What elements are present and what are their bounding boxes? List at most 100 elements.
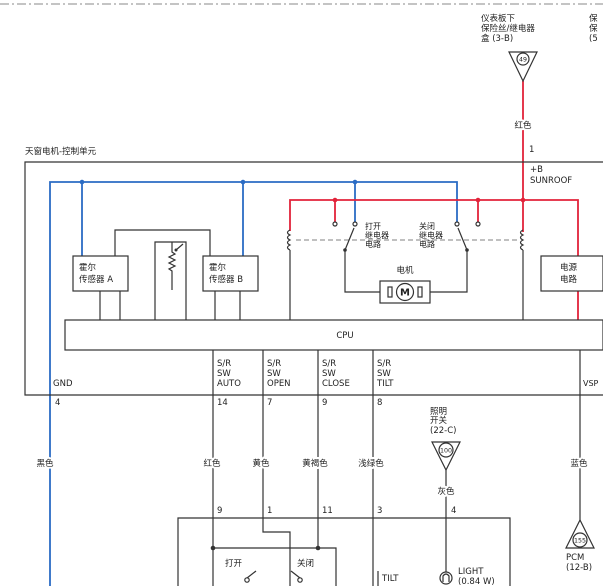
switch-junction-dot [210,545,216,551]
wire-color-gnd: 黑色 [36,458,54,469]
switch-open-label: 打开 [225,558,243,569]
open-relay-coil [286,229,292,251]
terminal-close-label: S/R [322,359,336,369]
wire-color-auto: 红色 [203,458,221,469]
lighting-wire-color: 灰色 [437,486,455,497]
terminal-gnd-pin: 4 [55,398,60,408]
red-power-bus-wire [289,199,579,320]
terminal-open-label: OPEN [267,379,291,389]
transistor-blade [175,243,184,251]
terminal-auto-label: AUTO [217,379,241,389]
switch-junction-dot [315,545,321,551]
open-switch-wire [262,350,291,586]
feed-pin-number: 1 [529,145,534,155]
motor-brush-left [387,286,393,298]
feed-wire-color: 红色 [514,120,532,131]
terminal-auto-pin: 14 [217,398,228,408]
wire-color-open: 黄色 [252,458,270,469]
blue-junction-dot [240,179,246,185]
motor-symbol-circle [395,282,415,302]
terminal-gnd-label: GND [53,379,73,389]
hall-sensor-b-label: 传感器 B [209,274,243,285]
open-relay-blade [344,227,355,251]
lighting-switch-label: (22-C) [430,426,456,436]
connector-155-circle [572,532,588,548]
power-circuit-box [540,255,603,292]
switch-light-rating: (0.84 W) [458,577,495,586]
connector-100-circle [438,442,454,458]
cpu-box [64,319,603,351]
connector-49-number: 49 [519,56,527,63]
switch-light-label: LIGHT [458,567,484,577]
fuse-box-label-line: 盒 (3-B) [481,33,513,44]
blue-ground-wire [49,181,458,586]
control-unit-title: 天窗电机-控制单元 [25,146,97,157]
fuse-box-group: 仪表板下 保险丝/继电器 盒 (3-B) 保 保 (5 [481,13,598,44]
close-relay-coil [519,229,525,251]
red-junction-dot [520,197,526,203]
terminal-open-label: S/R [267,359,281,369]
terminal-auto-label: S/R [217,359,231,369]
hall-sensor-a-box [72,255,129,292]
hall-sensor-b-label: 霍尔 [209,262,227,273]
partial-fuse-box-label-line: 保 [589,23,598,34]
close-relay-contact [454,221,460,227]
switch-pin-light: 4 [451,506,456,516]
terminal-close-label: CLOSE [322,379,350,389]
switch-tilt-label: TILT [381,574,399,584]
terminal-tilt-label: TILT [376,379,394,389]
connector-155-number: 155 [574,537,586,544]
motor-label: 电机 [396,265,414,276]
sunroof-switch-outline [177,517,511,586]
terminal-auto-label: SW [217,369,231,379]
open-switch-contact [244,577,250,583]
connector-100-number: 100 [440,447,452,454]
transistor-dot [174,248,178,252]
power-input-label: SUNROOF [530,176,572,186]
motor-symbol: M [400,288,410,299]
terminal-close-label: SW [322,369,336,379]
pull-up-resistor [167,242,177,290]
motor-wire-right [430,250,468,293]
open-relay-label: 打开 [365,221,381,231]
pcm-label: (12-B) [566,563,592,573]
red-junction-dot [332,197,338,203]
wire-color-tilt: 浅绿色 [358,458,384,469]
close-relay-blade [457,227,468,251]
close-switch-blade [290,570,301,579]
connector-49-triangle [508,51,538,83]
lighting-switch-label: 开关 [430,415,448,426]
cpu-label: CPU [336,331,353,341]
open-relay-label: 电路 [365,239,381,249]
switch-close-label: 关闭 [297,558,314,569]
terminal-tilt-label: SW [377,369,391,379]
partial-fuse-box-label-line: 保 [589,13,598,24]
hall-sensor-a-label: 传感器 A [79,274,113,285]
terminal-vsp-label: VSP [583,379,599,388]
close-relay-label: 继电器 [419,230,443,240]
switch-pin-close: 11 [322,506,333,516]
red-junction-dot [475,197,481,203]
switch-pin-auto: 9 [217,506,222,516]
connector-49-circle [516,52,530,66]
hall-sensor-logic-wire [154,241,187,320]
power-circuit-label: 电源 [560,262,578,273]
switch-pin-tilt: 3 [377,506,382,516]
open-close-switch-frame [213,547,337,586]
hall-sensor-supply-wire [114,229,211,256]
fuse-box-label-line: 保险丝/继电器 [481,23,535,34]
wire-color-vsp: 蓝色 [570,458,588,469]
open-switch-blade [246,570,257,579]
terminal-open-label: SW [267,369,281,379]
blue-junction-dot [79,179,85,185]
power-input-label: +B [530,165,543,175]
open-relay-contact [332,221,338,227]
motor-brush-right [417,286,423,298]
close-relay-label: 电路 [419,239,435,249]
pcm-label: PCM [566,553,584,563]
partial-fuse-box-label-line: (5 [589,34,598,44]
motor-wire-left [344,250,380,293]
blue-junction-dot [352,179,358,185]
fuse-box-label-line: 仪表板下 [481,13,516,24]
